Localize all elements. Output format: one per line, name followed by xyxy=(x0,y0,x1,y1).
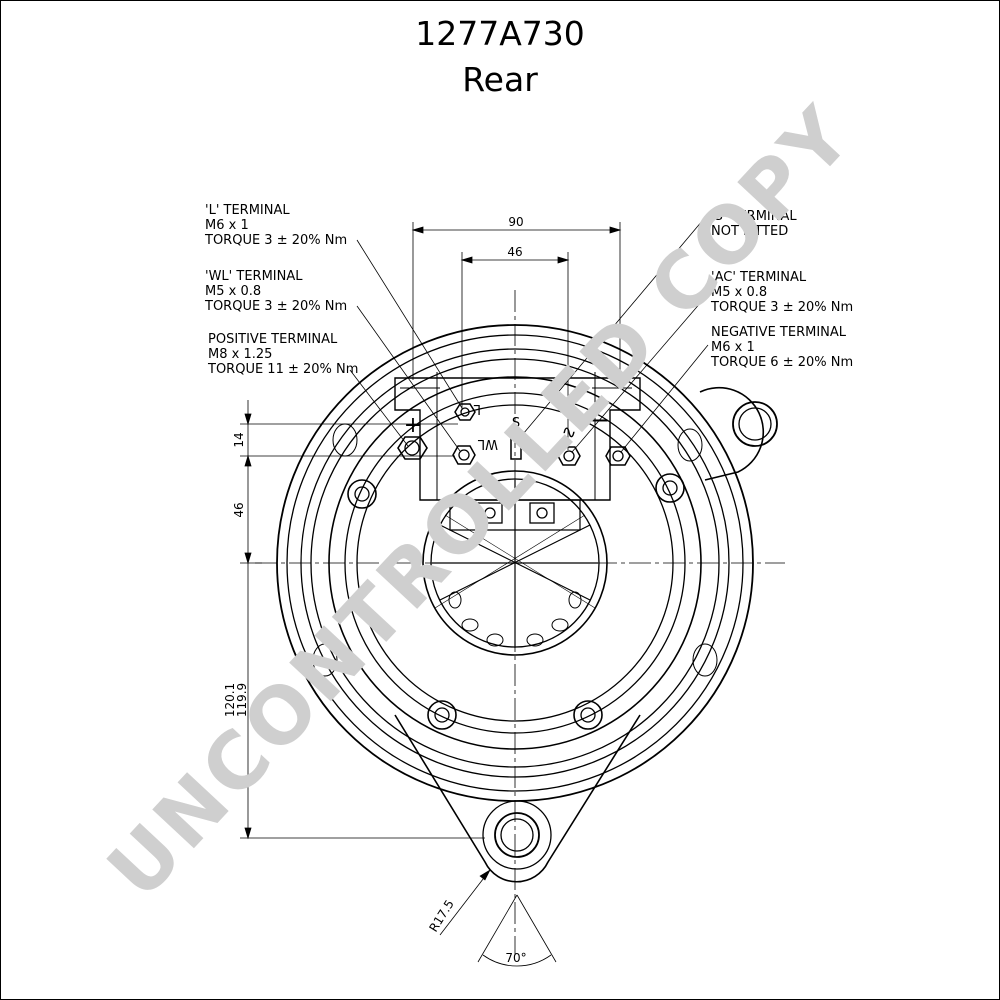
radius-leader xyxy=(439,869,491,936)
adjusting-lug-bore xyxy=(738,407,772,441)
housing-ring-6 xyxy=(344,392,686,734)
part-number: 1277A730 xyxy=(415,14,585,53)
minus-symbol: − xyxy=(590,406,610,434)
dim-90-text: 90 xyxy=(508,215,523,229)
angle-70 xyxy=(477,894,557,967)
dim-90 xyxy=(411,222,622,380)
adjusting-lug-hole xyxy=(732,401,778,447)
cover-ribs xyxy=(432,480,598,648)
negative-terminal xyxy=(605,446,631,466)
wl-terminal xyxy=(452,445,476,465)
l-terminal xyxy=(454,403,476,421)
terminal-plate xyxy=(394,377,641,501)
housing-bolts xyxy=(347,473,685,730)
mounting-lug-hole xyxy=(494,812,540,858)
radius-text: R17.5 xyxy=(426,897,456,934)
ac-symbol: ∿ xyxy=(561,422,576,443)
housing-ring-5 xyxy=(328,376,702,750)
ac-terminal xyxy=(557,446,581,466)
housing-ring-3 xyxy=(300,348,730,778)
angle-text: 70° xyxy=(505,951,526,965)
vent-slots xyxy=(448,591,582,647)
watermark: UNCONTROLLED COPY xyxy=(91,89,871,916)
mounting-lug-outline xyxy=(394,714,641,883)
mounting-lug-boss xyxy=(482,800,552,870)
adjusting-lug-outline xyxy=(699,386,765,481)
plus-symbol: + xyxy=(404,413,422,438)
l-symbol: L xyxy=(473,401,481,416)
rectifier-outer xyxy=(422,470,608,656)
dim-119-9-text: 119.9 xyxy=(235,683,249,717)
dim-46-horizontal xyxy=(460,252,570,450)
mounting-lug-bore xyxy=(500,818,534,852)
wl-symbol: WL xyxy=(477,436,498,451)
dim-46-vertical-text: 46 xyxy=(232,502,246,517)
s-terminal-slot xyxy=(510,434,522,460)
s-symbol: S xyxy=(512,416,520,431)
dim-120-1-text: 120.1 xyxy=(223,683,237,717)
housing-outer-ring xyxy=(276,324,754,802)
dim-14-text: 14 xyxy=(232,432,246,447)
dim-46-text: 46 xyxy=(507,245,522,259)
view-label: Rear xyxy=(462,60,538,99)
housing-ring-2 xyxy=(286,334,744,792)
positive-terminal xyxy=(397,436,428,460)
dims-vertical xyxy=(240,400,485,840)
housing-ring-4 xyxy=(310,358,720,768)
housing-ring-7 xyxy=(356,404,674,722)
leader-lines xyxy=(349,213,709,453)
